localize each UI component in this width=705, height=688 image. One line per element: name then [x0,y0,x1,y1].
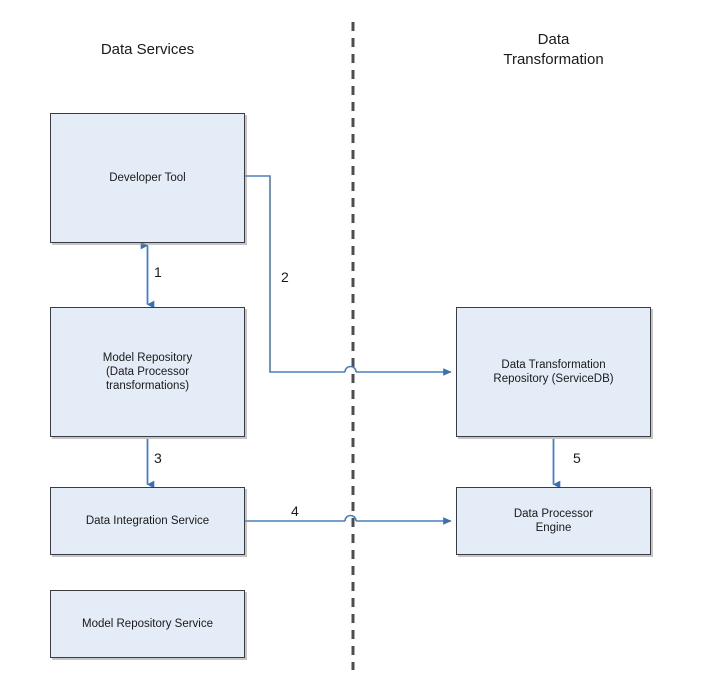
node-data-transformation-repository[interactable]: Data Transformation Repository (ServiceD… [456,307,651,437]
edge-label-3: 3 [154,450,162,466]
node-data-integration-service[interactable]: Data Integration Service [50,487,245,555]
edge-2-connector [245,175,452,376]
node-model-repository[interactable]: Model Repository (Data Processor transfo… [50,307,245,437]
node-developer-tool[interactable]: Developer Tool [50,113,245,243]
column-header-data-services: Data Services [100,41,195,58]
edge-label-5: 5 [573,450,581,466]
node-model-repository-service[interactable]: Model Repository Service [50,590,245,658]
column-header-data-transformation: Data Transformation [503,31,604,68]
edge-label-1: 1 [154,264,162,280]
edge-label-2: 2 [281,269,289,285]
edge-label-4: 4 [291,503,299,519]
edge-4-connector [245,514,452,525]
node-data-processor-engine[interactable]: Data Processor Engine [456,487,651,555]
